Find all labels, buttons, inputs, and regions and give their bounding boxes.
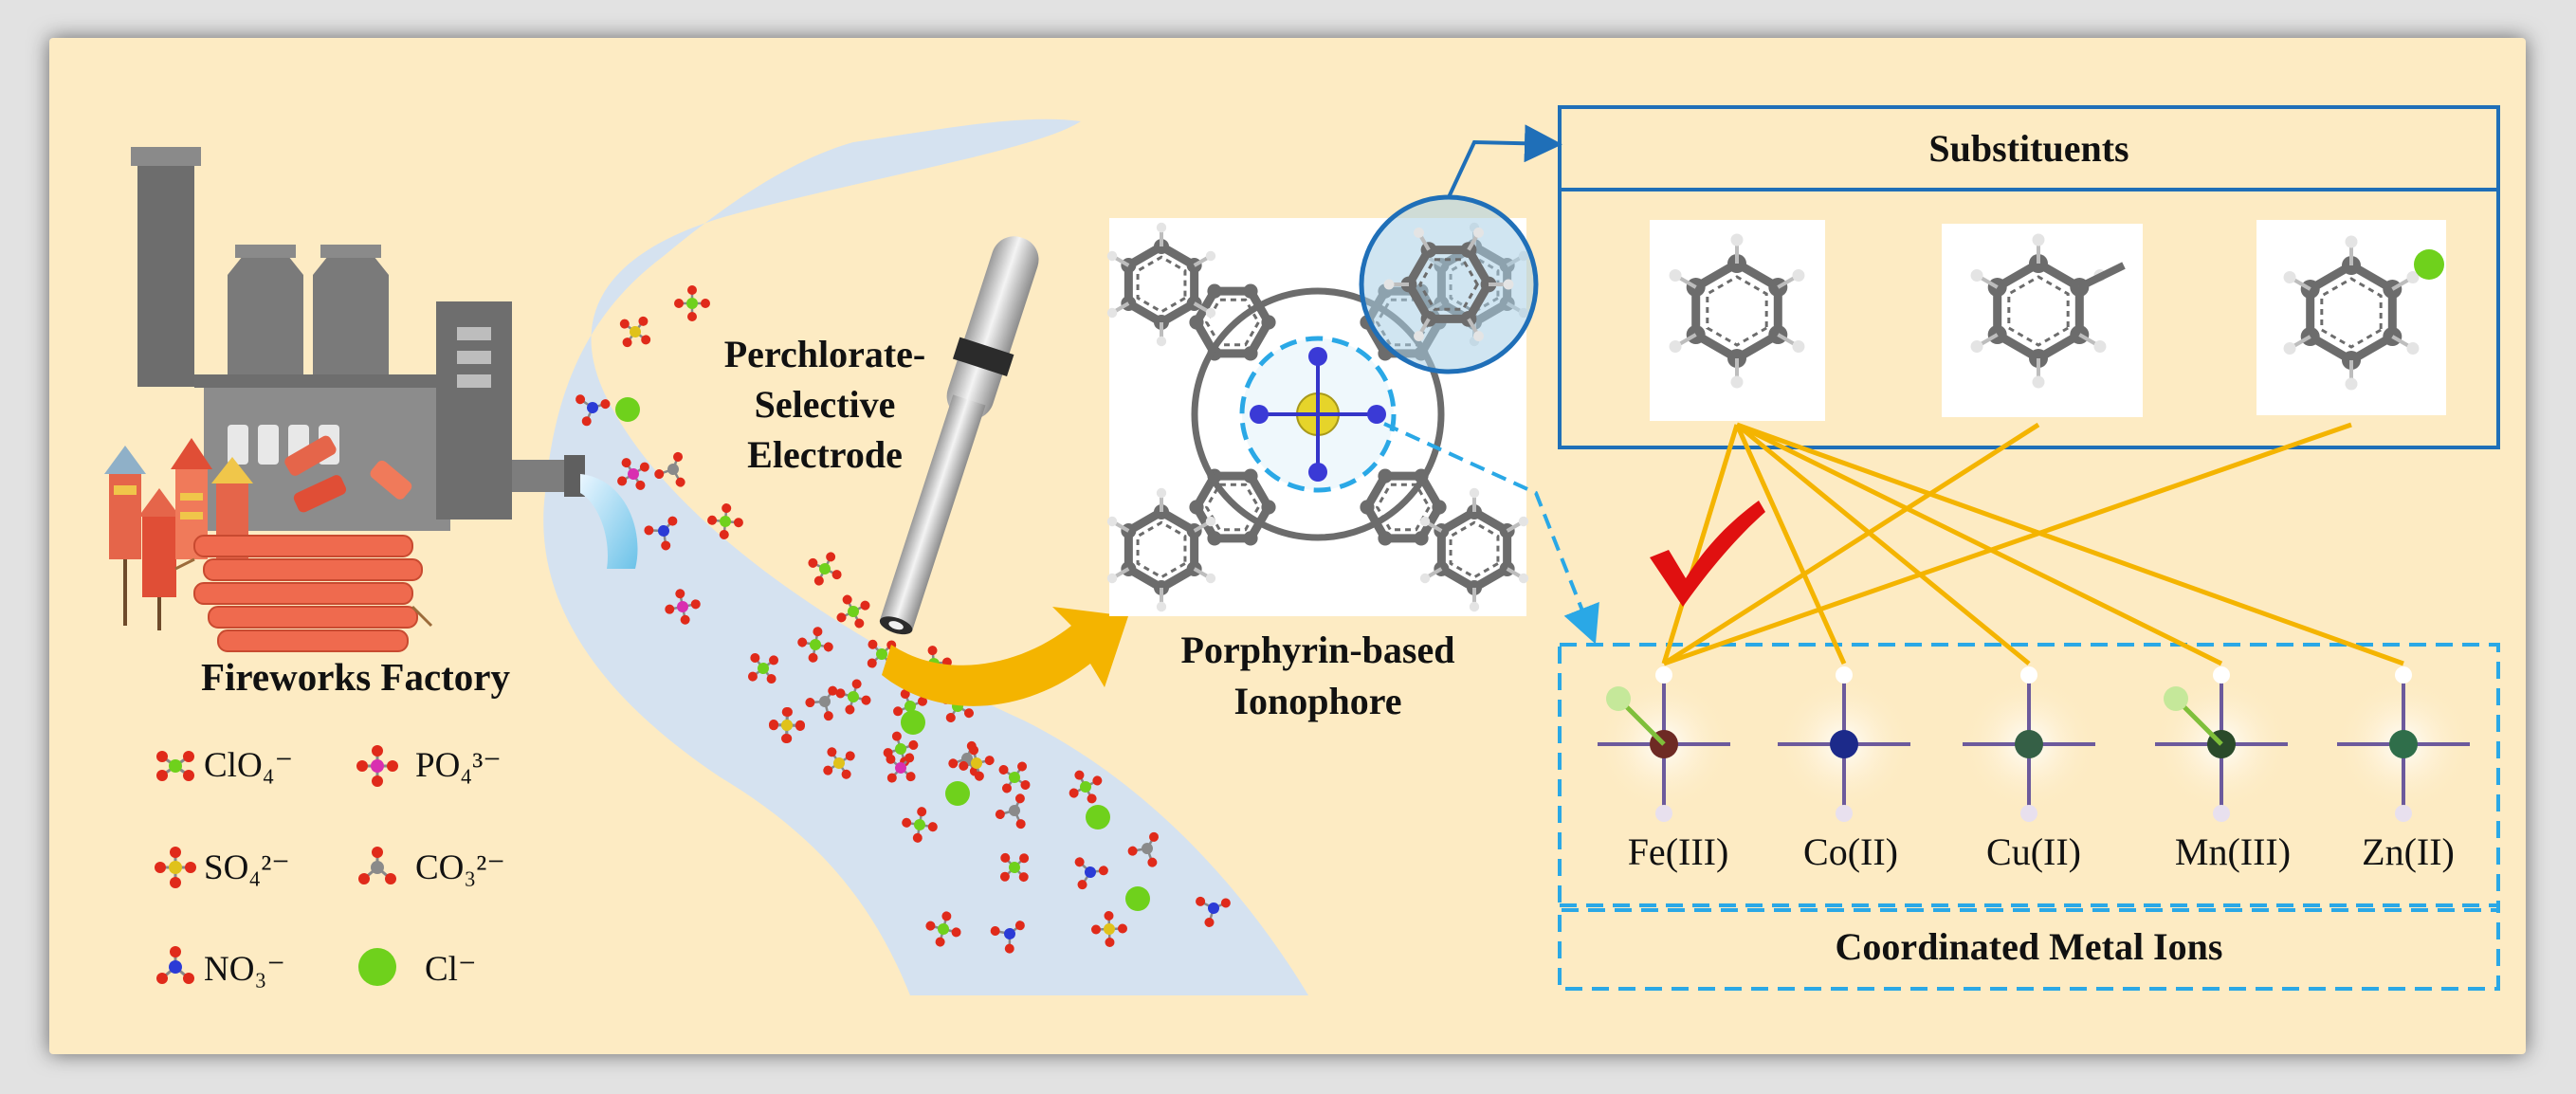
ion-chloride (1086, 805, 1110, 830)
ion-no3 (990, 921, 1025, 954)
metal-label-mn: Mn(III) (2174, 830, 2292, 873)
legend-carbonate: CO₃²⁻ (415, 848, 505, 887)
ion-chloride (1125, 886, 1150, 911)
substituents-box (1558, 105, 2500, 449)
legend-chloride: Cl⁻ (425, 950, 477, 989)
legend-nitrate: NO₃⁻ (204, 950, 285, 989)
ion-clo4 (1069, 770, 1103, 804)
ion-clo4 (836, 594, 870, 629)
ion-po4 (665, 589, 701, 625)
ion-po4 (617, 458, 649, 490)
metal-center-0 (1596, 666, 1732, 822)
ion-clo4 (902, 807, 938, 843)
ion-so4 (823, 747, 855, 779)
metal-ions-box (1558, 643, 2500, 991)
ion-clo4 (867, 639, 897, 669)
chloride-glyph (358, 948, 396, 986)
ion-chloride (615, 397, 640, 422)
ion-po4 (886, 753, 916, 783)
substituent-metal-connectors (1661, 422, 2404, 666)
ion-chloride (901, 710, 925, 735)
metal-center-3 (2153, 666, 2290, 822)
ion-no3 (1074, 857, 1108, 890)
legend-sulfate: SO₄²⁻ (204, 848, 290, 887)
ion-chloride (945, 781, 970, 806)
ion-no3 (1196, 896, 1231, 927)
ion-clo4 (747, 652, 779, 684)
perchlorate-selective-electrode (879, 236, 1039, 635)
metal-label-fe: Fe(III) (1627, 830, 1729, 873)
check-mark-icon (1650, 501, 1765, 607)
ion-co3 (654, 451, 685, 487)
metal-center-4 (2335, 666, 2472, 822)
metal-label-cu: Cu(II) (1986, 830, 2081, 873)
electrode-label-line1: Perchlorate- (723, 333, 926, 375)
ion-clo4 (797, 627, 833, 663)
ion-clo4 (998, 761, 1031, 793)
substituent-arrow (1447, 124, 1562, 198)
ion-so4 (769, 707, 805, 743)
ion-co3 (1127, 831, 1159, 867)
ion-scatter (575, 285, 1231, 954)
sulfate-glyph (155, 847, 196, 888)
carbonate-glyph (358, 847, 396, 884)
ion-clo4 (999, 852, 1030, 883)
perchlorate-glyph (156, 751, 194, 781)
electrode-label-line3: Electrode (747, 433, 903, 476)
ion-no3 (575, 394, 611, 427)
ion-clo4 (835, 679, 871, 715)
metal-ions-title: Coordinated Metal Ions (1835, 925, 2223, 968)
ion-clo4 (707, 503, 743, 539)
ionophore-label-line2: Ionophore (1233, 680, 1402, 722)
metal-center-2 (1961, 666, 2097, 822)
phosphate-glyph (356, 745, 398, 787)
ion-so4 (619, 316, 651, 348)
ion-clo4 (925, 911, 961, 947)
ion-so4 (959, 745, 995, 781)
ion-clo4 (674, 285, 710, 321)
porphyrin-structure (1106, 194, 1539, 616)
legend-phosphate: PO₄³⁻ (415, 746, 502, 785)
legend-perchlorate: ClO₄⁻ (204, 746, 294, 785)
nitrate-glyph (156, 946, 194, 984)
factory-illustration (104, 147, 638, 652)
factory-label: Fireworks Factory (201, 655, 510, 699)
ion-no3 (644, 516, 678, 551)
ion-co3 (995, 793, 1026, 830)
metal-center-1 (1776, 666, 1912, 822)
legend-glyphs (155, 745, 398, 986)
ion-co3 (805, 685, 838, 721)
electrode-label-line2: Selective (754, 383, 896, 426)
substituents-title: Substituents (1928, 127, 2129, 170)
ion-so4 (1091, 911, 1127, 947)
ionophore-label-line1: Porphyrin-based (1180, 629, 1455, 671)
yellow-flow-arrow (882, 607, 1128, 706)
river (543, 119, 1308, 995)
ion-clo4 (808, 552, 842, 586)
metal-label-zn: Zn(II) (2362, 830, 2455, 873)
metal-arrow (1383, 422, 1599, 645)
metal-label-co: Co(II) (1803, 830, 1898, 873)
